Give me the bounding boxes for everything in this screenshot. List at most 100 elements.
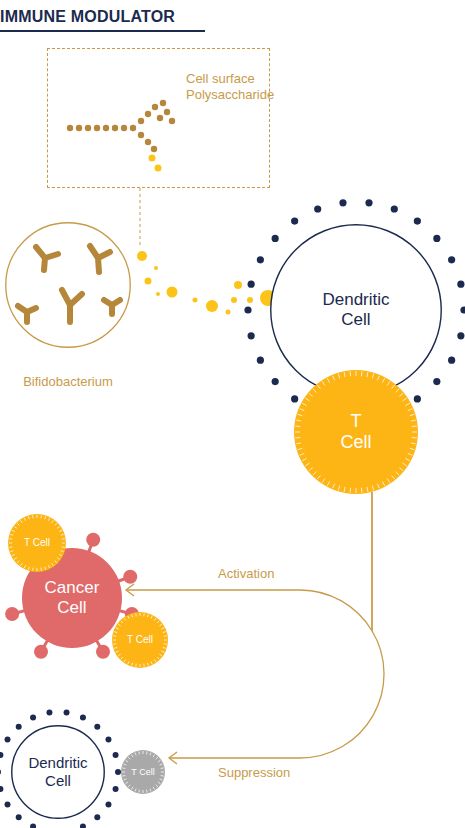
receptor-tick (146, 751, 148, 754)
receptor-tick (62, 538, 65, 539)
cell-body (121, 750, 165, 794)
receptor-tick (118, 624, 120, 626)
receptor-tick (121, 657, 123, 659)
receptor-tick (158, 760, 160, 762)
leader-line (140, 188, 141, 246)
sugar-dot (67, 125, 73, 131)
diagram-title: IMMUNE MODULATOR (0, 8, 175, 26)
receptor-tick (55, 561, 57, 563)
receptor-tick (377, 376, 379, 381)
node-text: T Cell (334, 411, 378, 454)
sugar-dot (155, 165, 162, 172)
receptor-tick (154, 659, 156, 661)
sugar-dot (121, 125, 127, 131)
receptor-tick (143, 664, 144, 667)
receptor-tick (296, 420, 301, 422)
edge-label: Suppression (218, 765, 290, 780)
receptor-tick (300, 409, 305, 411)
t-cell: T Cell (294, 370, 418, 494)
receptor-tick (405, 458, 409, 460)
receptor-tick (147, 614, 149, 617)
receptor-tick (350, 371, 351, 376)
receptor-tick (121, 621, 123, 623)
cell-bump (96, 645, 110, 659)
sugar-dot (103, 125, 109, 131)
receptor-tick (14, 527, 16, 529)
node-text: T Cell (123, 767, 163, 778)
receptor-tick (161, 772, 164, 773)
receptor-tick (161, 775, 164, 777)
receptor-tick (333, 376, 335, 381)
surface-dot (448, 357, 455, 364)
receptor-tick (160, 779, 163, 780)
title-underline (0, 30, 205, 32)
receptor-tick (61, 534, 64, 536)
receptor-tick (17, 561, 19, 563)
cell-body (8, 514, 66, 572)
receptor-tick (387, 479, 390, 483)
receptor-tick (10, 550, 13, 552)
sugar-dot (157, 115, 163, 121)
receptor-tick (153, 755, 155, 757)
receptor-tick (32, 515, 33, 518)
surface-dot (365, 199, 372, 206)
receptor-tick (361, 371, 362, 376)
sugar-dot (85, 125, 91, 131)
surface-dot (0, 752, 3, 758)
receptor-tick (309, 468, 313, 471)
receptor-tick (411, 420, 416, 422)
node-text: Dendritic Cell (18, 754, 98, 790)
receptor-tick (392, 385, 395, 389)
cell-outline (6, 223, 131, 348)
surface-dot (414, 395, 421, 402)
sugar-dot (138, 132, 144, 138)
dendritic-cell: Dendritic Cell (11, 725, 105, 819)
bacterium-shape (18, 246, 120, 322)
receptor-tick (122, 775, 125, 777)
surface-dot (5, 737, 11, 743)
sugar-dot (145, 139, 151, 145)
released-particle (206, 300, 218, 312)
surface-dot (448, 256, 455, 263)
receptor-tick (116, 628, 119, 629)
receptor-tick (113, 640, 116, 641)
bacterium-circle: Bifidobacterium (5, 222, 131, 348)
receptor-tick (135, 789, 136, 792)
receptor-tick (9, 543, 12, 544)
sugar-dot (130, 125, 136, 131)
receptor-tick (24, 518, 25, 521)
surface-dot (457, 281, 464, 288)
receptor-tick (140, 664, 141, 667)
surface-dot (314, 205, 321, 212)
receptor-tick (114, 647, 117, 649)
receptor-tick (40, 515, 41, 518)
receptor-tick (161, 767, 164, 769)
surface-dot (460, 306, 465, 313)
cell-outline (12, 726, 105, 819)
receptor-tick (57, 527, 59, 529)
receptor-tick (298, 448, 303, 449)
receptor-tick (372, 374, 373, 379)
node-text: Dendritic Cell (311, 290, 401, 331)
receptor-tick (131, 614, 133, 617)
receptor-tick (156, 785, 158, 787)
surface-dot (248, 281, 255, 288)
receptor-tick (135, 753, 136, 756)
connector (126, 492, 372, 631)
receptor-tick (344, 372, 346, 377)
released-particle (231, 297, 237, 303)
receptor-tick (295, 426, 300, 427)
receptor-tick (128, 616, 129, 619)
node-outline (294, 370, 418, 494)
receptor-tick (412, 437, 417, 438)
surface-dot (248, 332, 255, 339)
sugar-dot (151, 146, 157, 152)
surface-dot (30, 824, 36, 828)
receptor-tick (377, 484, 379, 489)
receptor-tick (113, 635, 116, 636)
surface-dot (433, 378, 440, 385)
receptor-tick (131, 787, 133, 789)
surface-dot (244, 306, 251, 313)
receptor-tick (350, 488, 351, 493)
receptor-tick (157, 621, 159, 623)
